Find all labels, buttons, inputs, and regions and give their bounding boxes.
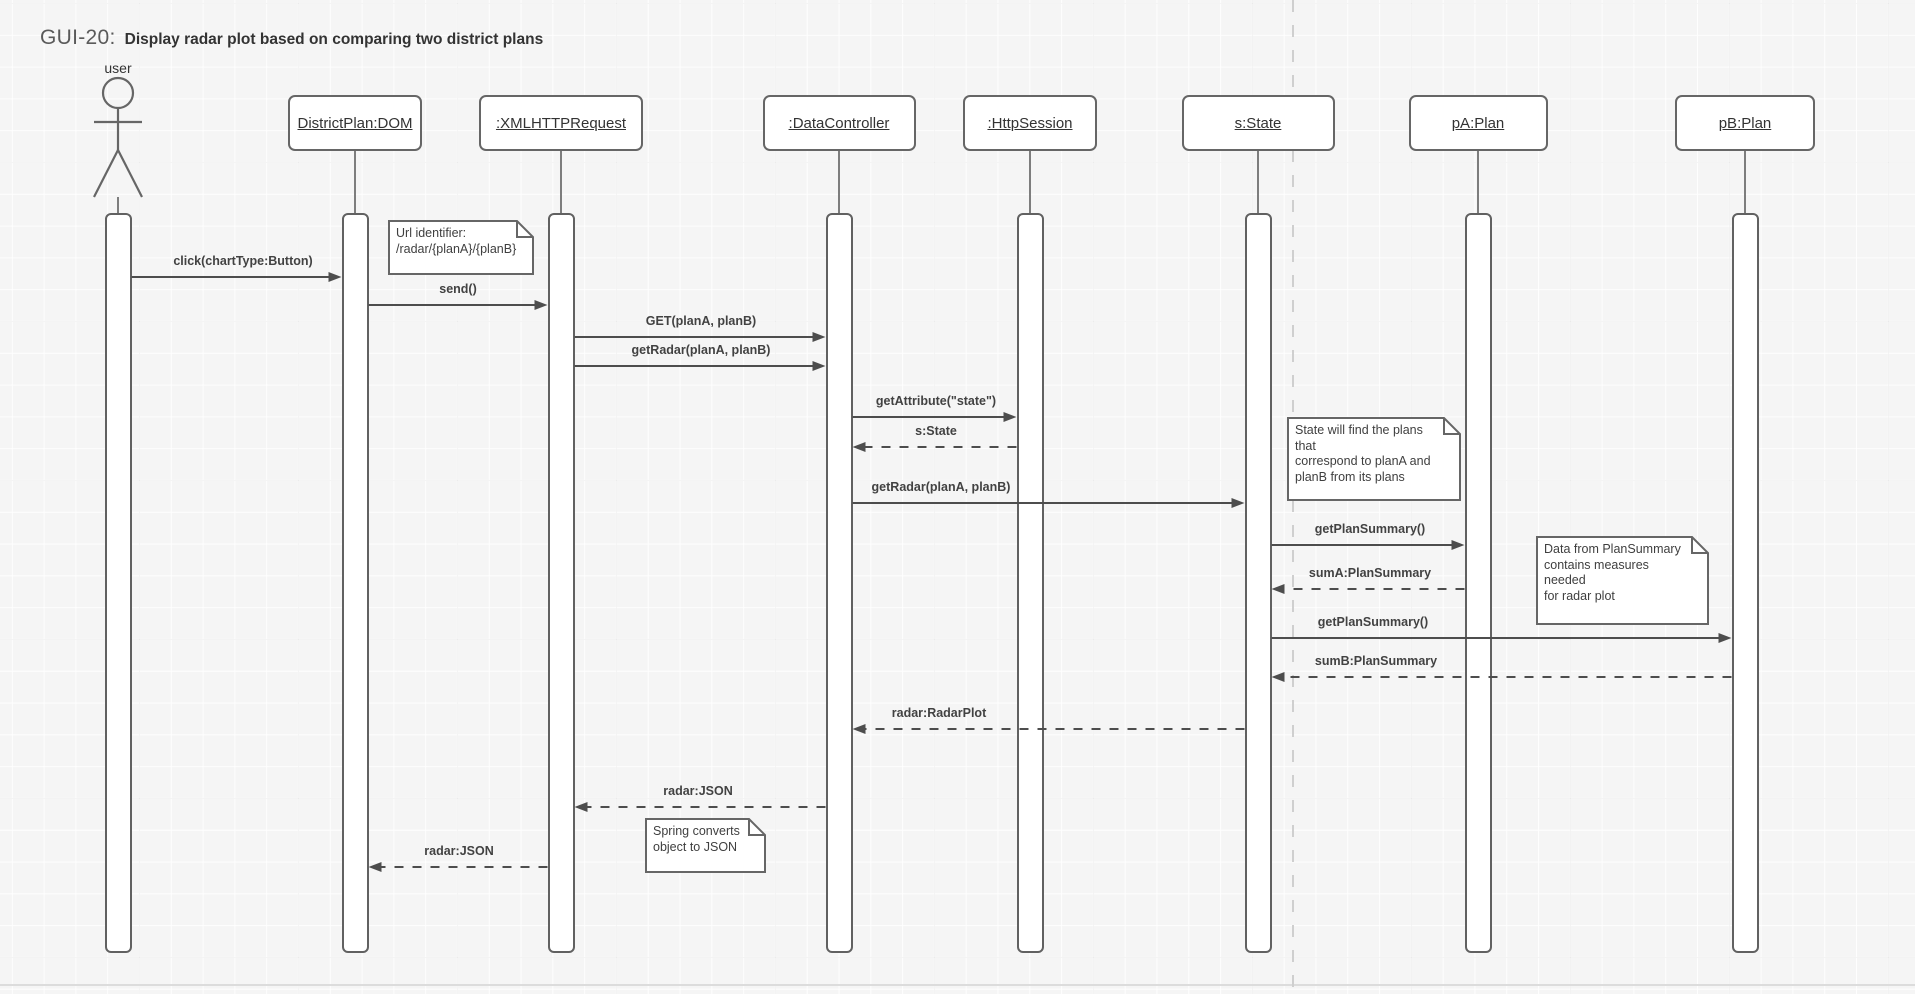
lifeline-label: :DataController [788, 114, 890, 132]
lifeline-connector [354, 151, 356, 213]
lifeline-label: pA:Plan [1451, 114, 1505, 132]
call-message-arrow[interactable] [852, 412, 1017, 422]
lifeline-header[interactable]: pA:Plan [1408, 95, 1548, 151]
message-label: radar:RadarPlot [891, 706, 987, 720]
lifeline-header[interactable]: DistrictPlan:DOM [288, 95, 422, 151]
lifeline-header[interactable]: :DataController [762, 95, 916, 151]
page-bottom-edge [0, 984, 1915, 986]
call-message-arrow[interactable] [131, 272, 342, 282]
activation-bar[interactable] [341, 213, 369, 953]
lifeline-connector [838, 151, 840, 213]
message-label: radar:JSON [424, 844, 494, 858]
activation-bar[interactable] [825, 213, 853, 953]
return-message-arrow[interactable] [852, 442, 1017, 452]
note-text: Url identifier: /radar/{planA}/{planB} [396, 226, 517, 256]
message-label: click(chartType:Button) [173, 254, 313, 268]
arrowhead-icon [1271, 672, 1285, 682]
message-label: send() [439, 282, 477, 296]
arrowhead-icon [812, 361, 826, 371]
message-label: getRadar(planA, planB) [871, 480, 1011, 494]
lifeline-connector [1744, 151, 1746, 213]
activation-bar[interactable] [1244, 213, 1272, 953]
arrowhead-icon [852, 724, 866, 734]
return-message-arrow[interactable] [852, 724, 1245, 734]
call-message-arrow[interactable] [852, 498, 1245, 508]
arrowhead-icon [852, 442, 866, 452]
stick-figure-icon [93, 76, 143, 198]
call-message-arrow[interactable] [368, 300, 548, 310]
arrowhead-icon [1718, 633, 1732, 643]
return-message-arrow[interactable] [1271, 672, 1732, 682]
activation-bar[interactable] [1464, 213, 1492, 953]
diagram-title-id: GUI-20: [40, 26, 116, 49]
actor-label: user [104, 60, 132, 76]
activation-bar[interactable] [1016, 213, 1044, 953]
arrowhead-icon [574, 802, 588, 812]
lifeline-connector [1029, 151, 1031, 213]
note[interactable]: Spring converts object to JSON [645, 818, 766, 873]
arrowhead-icon [534, 300, 548, 310]
note[interactable]: Data from PlanSummary contains measures … [1536, 536, 1709, 625]
lifeline-label: :HttpSession [987, 114, 1073, 132]
note-shape [645, 818, 766, 873]
call-message-arrow[interactable] [574, 332, 826, 342]
activation-bar[interactable] [1731, 213, 1759, 953]
return-message-arrow[interactable] [368, 862, 548, 872]
arrowhead-icon [328, 272, 342, 282]
note-text: State will find the plans that correspon… [1295, 423, 1431, 484]
activation-bar[interactable] [104, 213, 132, 953]
message-label: radar:JSON [663, 784, 733, 798]
message-label: getPlanSummary() [1317, 615, 1429, 629]
message-label: getRadar(planA, planB) [631, 343, 771, 357]
lifeline-header[interactable]: s:State [1181, 95, 1335, 151]
message-label: getAttribute("state") [875, 394, 997, 408]
message-label: sumA:PlanSummary [1308, 566, 1432, 580]
lifeline-connector [117, 197, 119, 213]
lifeline-header[interactable]: :XMLHTTPRequest [479, 95, 643, 151]
lifeline-connector [1477, 151, 1479, 213]
arrowhead-icon [1271, 584, 1285, 594]
note-text: Spring converts object to JSON [653, 824, 740, 854]
message-label: sumB:PlanSummary [1314, 654, 1438, 668]
lifeline-connector [1257, 151, 1259, 213]
actor-figure[interactable] [90, 72, 146, 207]
lifeline-label: pB:Plan [1718, 114, 1772, 132]
call-message-arrow[interactable] [574, 361, 826, 371]
lifeline-label: DistrictPlan:DOM [297, 114, 413, 132]
lifeline-label: s:State [1234, 114, 1282, 132]
arrowhead-icon [812, 332, 826, 342]
call-message-arrow[interactable] [1271, 633, 1732, 643]
return-message-arrow[interactable] [1271, 584, 1465, 594]
lifeline-connector [560, 151, 562, 213]
arrowhead-icon [1451, 540, 1465, 550]
note-shape [1287, 417, 1461, 501]
diagram-title: GUI-20: Display radar plot based on comp… [40, 26, 543, 50]
note-shape [1536, 536, 1709, 625]
note-shape [388, 220, 534, 275]
message-label: getPlanSummary() [1314, 522, 1426, 536]
lifeline-label: :XMLHTTPRequest [495, 114, 627, 132]
arrowhead-icon [1231, 498, 1245, 508]
note[interactable]: Url identifier: /radar/{planA}/{planB} [388, 220, 534, 275]
note-text: Data from PlanSummary contains measures … [1544, 542, 1681, 603]
arrowhead-icon [368, 862, 382, 872]
activation-bar[interactable] [547, 213, 575, 953]
arrowhead-icon [1003, 412, 1017, 422]
lifeline-header[interactable]: :HttpSession [963, 95, 1097, 151]
return-message-arrow[interactable] [574, 802, 826, 812]
message-label: GET(planA, planB) [645, 314, 757, 328]
diagram-title-text: Display radar plot based on comparing tw… [124, 31, 544, 48]
lifeline-header[interactable]: pB:Plan [1675, 95, 1815, 151]
message-label: s:State [915, 424, 957, 438]
note[interactable]: State will find the plans that correspon… [1287, 417, 1461, 501]
call-message-arrow[interactable] [1271, 540, 1465, 550]
